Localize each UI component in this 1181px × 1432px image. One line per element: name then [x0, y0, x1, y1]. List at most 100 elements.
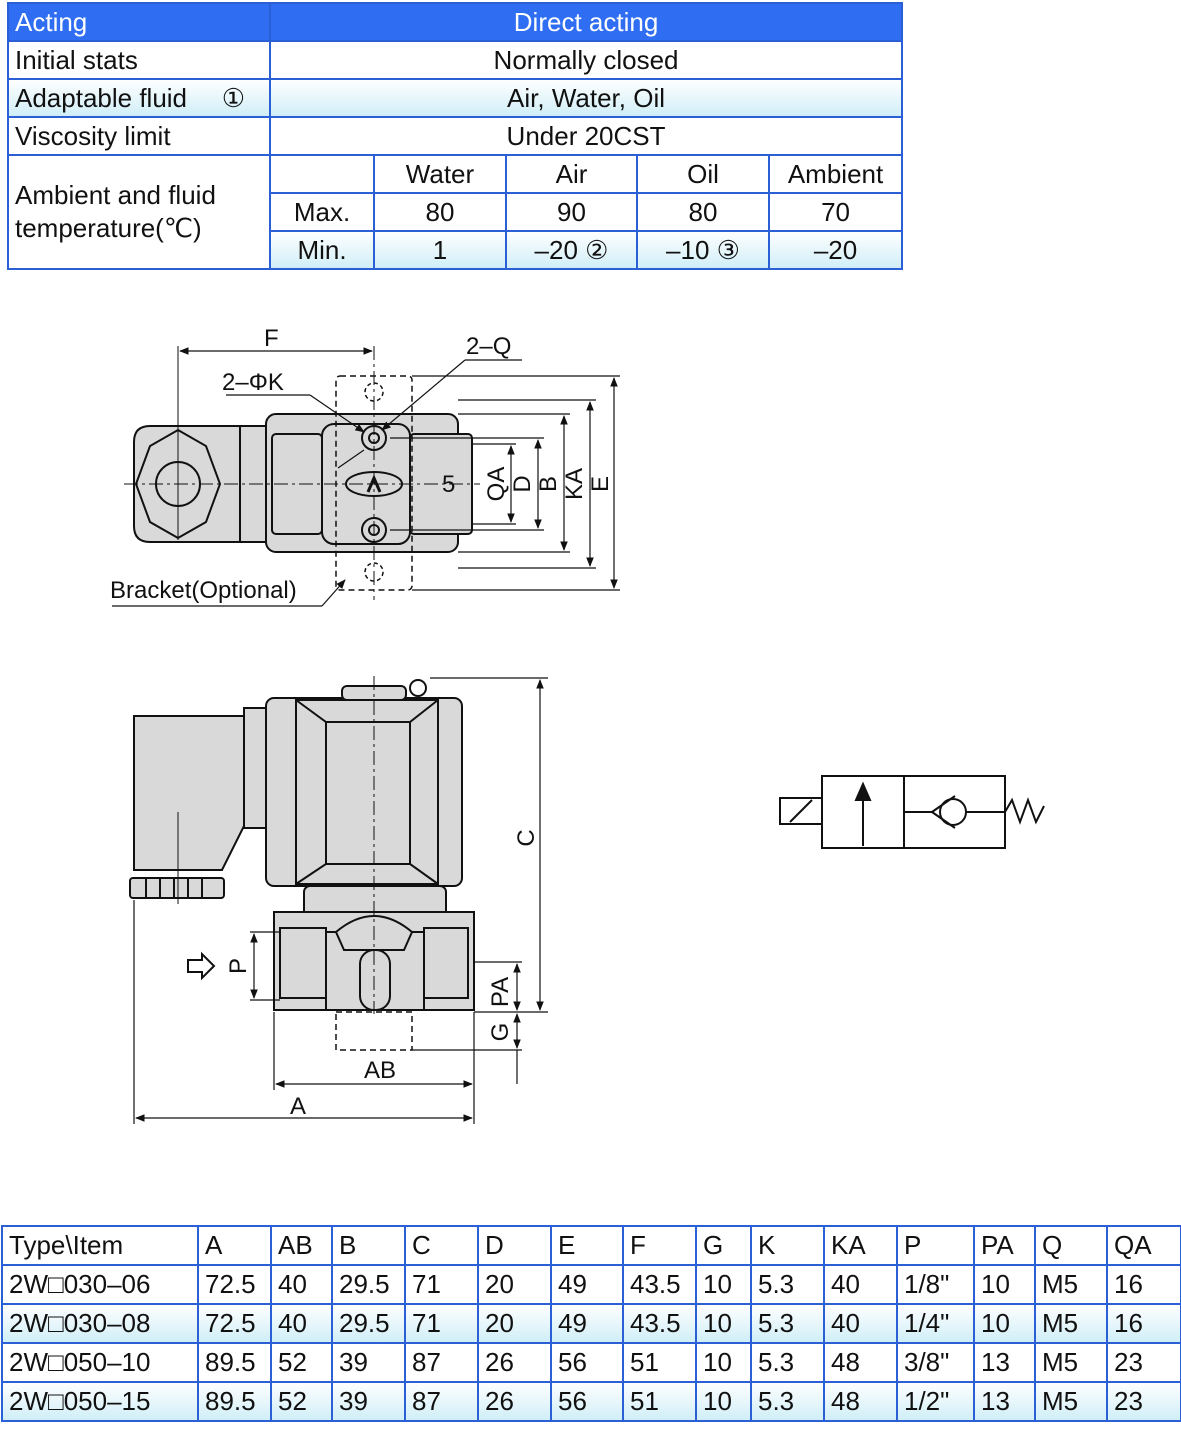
dimension-cell: 87	[404, 1342, 479, 1383]
dimension-cell: 40	[823, 1303, 898, 1344]
dimension-cell: 10	[973, 1264, 1036, 1305]
dimension-cell: 16	[1106, 1303, 1181, 1344]
dimension-cell: 40	[270, 1264, 333, 1305]
dimension-cell: 89.5	[197, 1381, 272, 1422]
min-label: Min.	[269, 230, 375, 270]
dimension-header-cell: B	[331, 1225, 406, 1266]
fluid-value: Air, Water, Oil	[268, 78, 904, 118]
dim-label-G: G	[487, 1023, 514, 1042]
dimension-cell: 2W□030–06	[1, 1264, 199, 1305]
dimension-header-cell: KA	[823, 1225, 898, 1266]
dimension-cell: 87	[404, 1381, 479, 1422]
top-view	[124, 346, 480, 600]
dimension-cell: 26	[477, 1381, 552, 1422]
bracket-label: Bracket(Optional)	[110, 577, 297, 604]
dimension-header-cell: Q	[1034, 1225, 1108, 1266]
dimension-header-cell: Type\Item	[1, 1225, 199, 1266]
max-label: Max.	[269, 192, 375, 232]
dimension-cell: 72.5	[197, 1303, 272, 1344]
dimension-header-cell: E	[550, 1225, 624, 1266]
dimension-cell: 39	[331, 1381, 406, 1422]
dimension-cell: 10	[695, 1303, 752, 1344]
dimension-cell: 5.3	[750, 1303, 825, 1344]
acting-value: Direct acting	[268, 2, 904, 42]
fluid-note: ①	[221, 82, 245, 113]
viscosity-value: Under 20CST	[268, 116, 904, 156]
spec-row-acting: Acting Direct acting	[7, 2, 904, 42]
dimension-cell: 48	[823, 1381, 898, 1422]
temp-header-ambient: Ambient	[767, 154, 904, 194]
dimension-cell: 26	[477, 1342, 552, 1383]
min-oil: –10 ③	[636, 230, 770, 270]
dim-label-QA: QA	[483, 467, 510, 502]
dimension-header-cell: F	[622, 1225, 697, 1266]
initial-label: Initial stats	[7, 40, 271, 80]
dim-label-P: P	[225, 958, 252, 974]
dim-label-K: 2–ΦK	[222, 369, 284, 396]
dimension-cell: 56	[550, 1381, 624, 1422]
dim-label-B: B	[535, 476, 562, 492]
dim-label-Q: 2–Q	[466, 333, 511, 360]
temp-header-water: Water	[373, 154, 507, 194]
dimension-cell: 2W□050–15	[1, 1381, 199, 1422]
dim-label-E: E	[587, 476, 614, 492]
dimension-header-cell: D	[477, 1225, 552, 1266]
dimension-cell: 72.5	[197, 1264, 272, 1305]
dim-label-AB: AB	[364, 1057, 396, 1084]
dimension-cell: 20	[477, 1303, 552, 1344]
fluid-label: Adaptable fluid	[15, 82, 188, 113]
temp-header-oil: Oil	[636, 154, 770, 194]
dimension-cell: 1/8"	[896, 1264, 975, 1305]
dim-label-D: D	[509, 475, 536, 492]
dimension-cell: 3/8"	[896, 1342, 975, 1383]
technical-drawing: F 2–ΦK 2–Q 5 QA D B KA E Bracket(Optiona…	[110, 325, 1045, 1124]
dimension-cell: M5	[1034, 1303, 1108, 1344]
dimension-cell: 71	[404, 1264, 479, 1305]
dimension-cell: 48	[823, 1342, 898, 1383]
max-ambient: 70	[767, 192, 904, 232]
fluid-label-cell: Adaptable fluid ①	[7, 78, 271, 118]
dimension-cell: 16	[1106, 1264, 1181, 1305]
dimension-cell: 23	[1106, 1381, 1181, 1422]
spec-row-initial: Initial stats Normally closed	[7, 40, 904, 80]
temp-header-blank	[269, 154, 375, 194]
dimension-cell: 13	[973, 1342, 1036, 1383]
dimension-header-cell: G	[695, 1225, 752, 1266]
initial-value: Normally closed	[268, 40, 904, 80]
min-ambient: –20	[767, 230, 904, 270]
dimension-cell: 29.5	[331, 1303, 406, 1344]
spec-table: Acting Direct acting Initial stats Norma…	[7, 2, 904, 270]
dimension-cell: M5	[1034, 1342, 1108, 1383]
viscosity-label: Viscosity limit	[7, 116, 271, 156]
dimension-cell: 2W□030–08	[1, 1303, 199, 1344]
dimension-cell: 10	[973, 1303, 1036, 1344]
max-water: 80	[373, 192, 507, 232]
dimension-cell: 2W□050–10	[1, 1342, 199, 1383]
dimension-cell: 1/2"	[896, 1381, 975, 1422]
dimension-header-cell: AB	[270, 1225, 333, 1266]
dimension-header-cell: K	[750, 1225, 825, 1266]
dimension-header-cell: C	[404, 1225, 479, 1266]
spec-row-viscosity: Viscosity limit Under 20CST	[7, 116, 904, 156]
acting-label: Acting	[7, 2, 271, 42]
dimension-cell: 52	[270, 1381, 333, 1422]
dimension-cell: 10	[695, 1342, 752, 1383]
temp-label-1: Ambient and fluid	[15, 180, 216, 210]
dim-label-C: C	[513, 829, 540, 846]
dimension-cell: 1/4"	[896, 1303, 975, 1344]
dimension-cell: M5	[1034, 1264, 1108, 1305]
dimension-cell: 23	[1106, 1342, 1181, 1383]
valve-symbol	[779, 775, 1045, 849]
dimension-cell: 43.5	[622, 1303, 697, 1344]
temp-label-2: temperature(℃)	[15, 213, 202, 243]
dimension-cell: 5.3	[750, 1381, 825, 1422]
dim-label-A: A	[290, 1093, 306, 1120]
side-view	[129, 676, 475, 1051]
dimension-cell: 51	[622, 1381, 697, 1422]
dimension-cell: 39	[331, 1342, 406, 1383]
